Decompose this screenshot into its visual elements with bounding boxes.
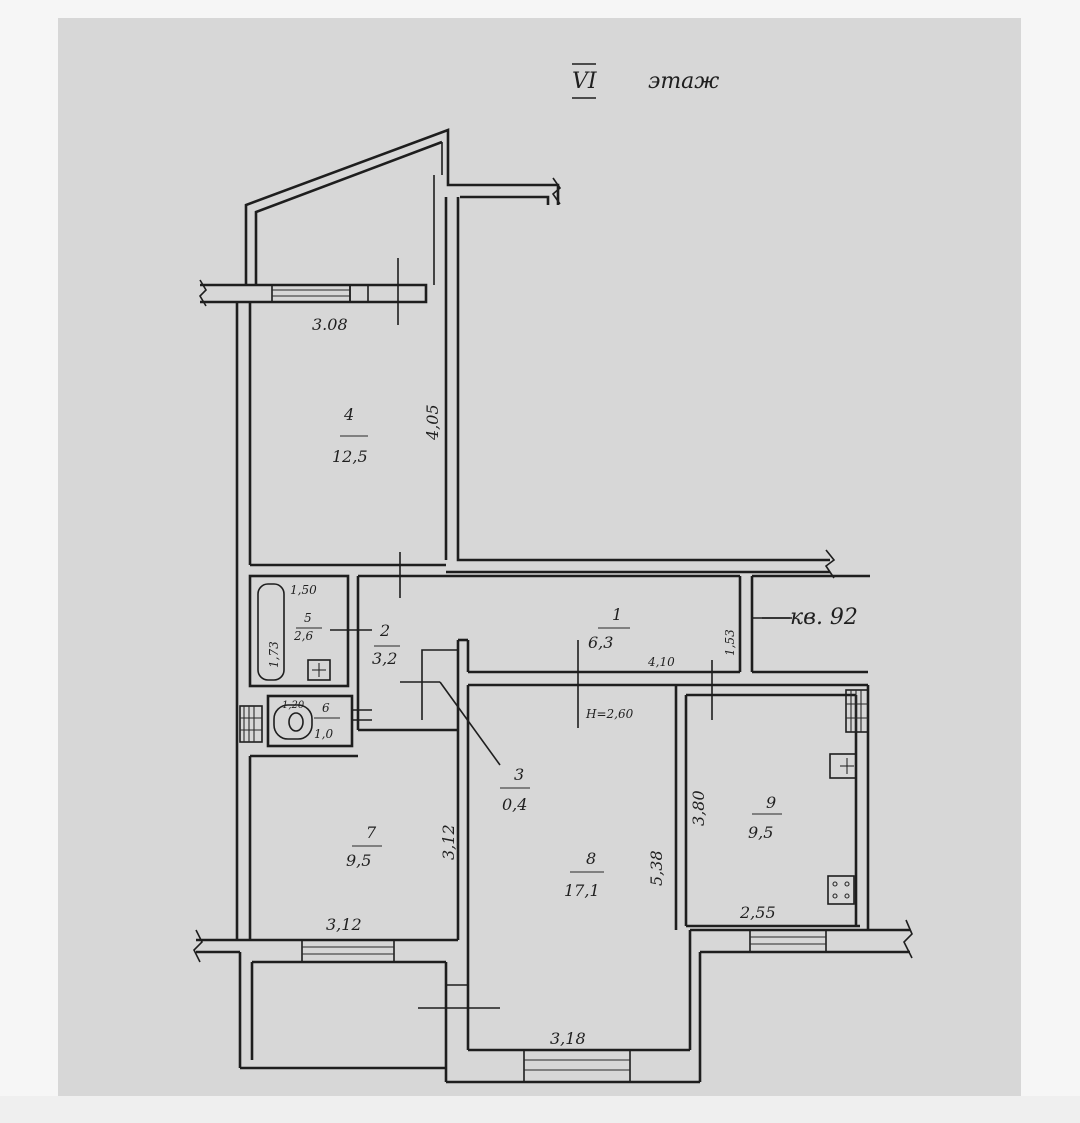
room-8-label: 8 17,1 xyxy=(564,849,604,900)
room-5-box xyxy=(248,574,372,688)
svg-text:7: 7 xyxy=(366,823,377,842)
dim-corridor-width: 1,53 xyxy=(723,629,737,656)
lower-walls xyxy=(193,919,913,1084)
sink xyxy=(829,753,857,779)
room-6-box xyxy=(239,694,372,748)
svg-text:6: 6 xyxy=(322,701,330,715)
corridor-walls xyxy=(356,552,870,766)
vent-grille-right xyxy=(845,689,869,733)
kitchen-fixtures xyxy=(827,689,869,905)
dim-corridor-length: 4,10 xyxy=(647,655,675,669)
svg-text:2: 2 xyxy=(379,621,390,640)
svg-text:0,4: 0,4 xyxy=(502,795,527,814)
svg-text:17,1: 17,1 xyxy=(564,881,600,900)
svg-text:4: 4 xyxy=(343,405,354,424)
room-3-label: 3 0,4 xyxy=(500,765,530,814)
dim-room8-length: 5,38 xyxy=(647,850,666,886)
room-2-label: 2 3,2 xyxy=(372,621,400,668)
window-room-8 xyxy=(523,1049,631,1083)
svg-text:9: 9 xyxy=(766,793,776,812)
loggia-top xyxy=(244,128,450,285)
dim-room5-length: 1,73 xyxy=(267,641,281,668)
dim-room7-length: 3,12 xyxy=(439,824,458,860)
bottom-margin xyxy=(0,1096,1080,1123)
svg-text:2,6: 2,6 xyxy=(293,629,313,643)
internal-walls xyxy=(248,638,870,1050)
apartment-marker: кв. 92 xyxy=(762,605,858,630)
dimension-labels: 3.08 4,05 1,50 1,73 1,20 4,10 1,53 H=2,6… xyxy=(267,315,776,1048)
outer-left-wall xyxy=(235,302,446,940)
room-7-label: 7 9,5 xyxy=(346,823,382,870)
dim-room7-width: 3,12 xyxy=(326,915,362,934)
upper-wall xyxy=(198,258,428,325)
dim-room4-length: 4,05 xyxy=(423,404,442,441)
dim-room5-width: 1,50 xyxy=(290,583,317,597)
dim-room9-width: 2,55 xyxy=(739,903,776,922)
svg-text:6,3: 6,3 xyxy=(588,633,613,652)
room-4-label: 4 12,5 xyxy=(332,405,368,466)
svg-text:1,0: 1,0 xyxy=(314,727,333,741)
svg-text:3: 3 xyxy=(514,765,524,784)
window-room-7 xyxy=(301,939,395,963)
ceiling-height: H=2,60 xyxy=(585,707,634,721)
floor-number: VI xyxy=(572,69,598,94)
apartment-label: кв. 92 xyxy=(790,605,858,630)
svg-text:9,5: 9,5 xyxy=(748,823,773,842)
vent-grille-left xyxy=(239,705,263,743)
room-labels: 4 12,5 5 2,6 2 3,2 1 6,3 6 1,0 3 0,4 xyxy=(293,405,782,900)
svg-text:5: 5 xyxy=(304,611,312,625)
dim-room9-length: 3,80 xyxy=(689,790,708,826)
window-room-9 xyxy=(749,929,827,953)
svg-text:9,5: 9,5 xyxy=(346,851,371,870)
room-9-label: 9 9,5 xyxy=(748,793,782,842)
stair-wall xyxy=(444,175,836,579)
room-6-label: 6 1,0 xyxy=(314,701,340,741)
floor-word: этаж xyxy=(648,69,719,94)
dim-room4-width: 3.08 xyxy=(312,315,348,334)
room-1-label: 1 6,3 xyxy=(588,605,630,652)
svg-text:12,5: 12,5 xyxy=(332,447,368,466)
svg-text:1: 1 xyxy=(612,605,622,624)
room-5-label: 5 2,6 xyxy=(293,611,322,643)
stove xyxy=(827,875,855,905)
window-room-4 xyxy=(271,284,351,303)
svg-text:3,2: 3,2 xyxy=(372,649,397,668)
dim-room8-width: 3,18 xyxy=(550,1029,586,1048)
dim-room6-width: 1,20 xyxy=(282,700,305,711)
svg-text:8: 8 xyxy=(586,849,596,868)
floor-title: VI этаж xyxy=(572,63,719,99)
